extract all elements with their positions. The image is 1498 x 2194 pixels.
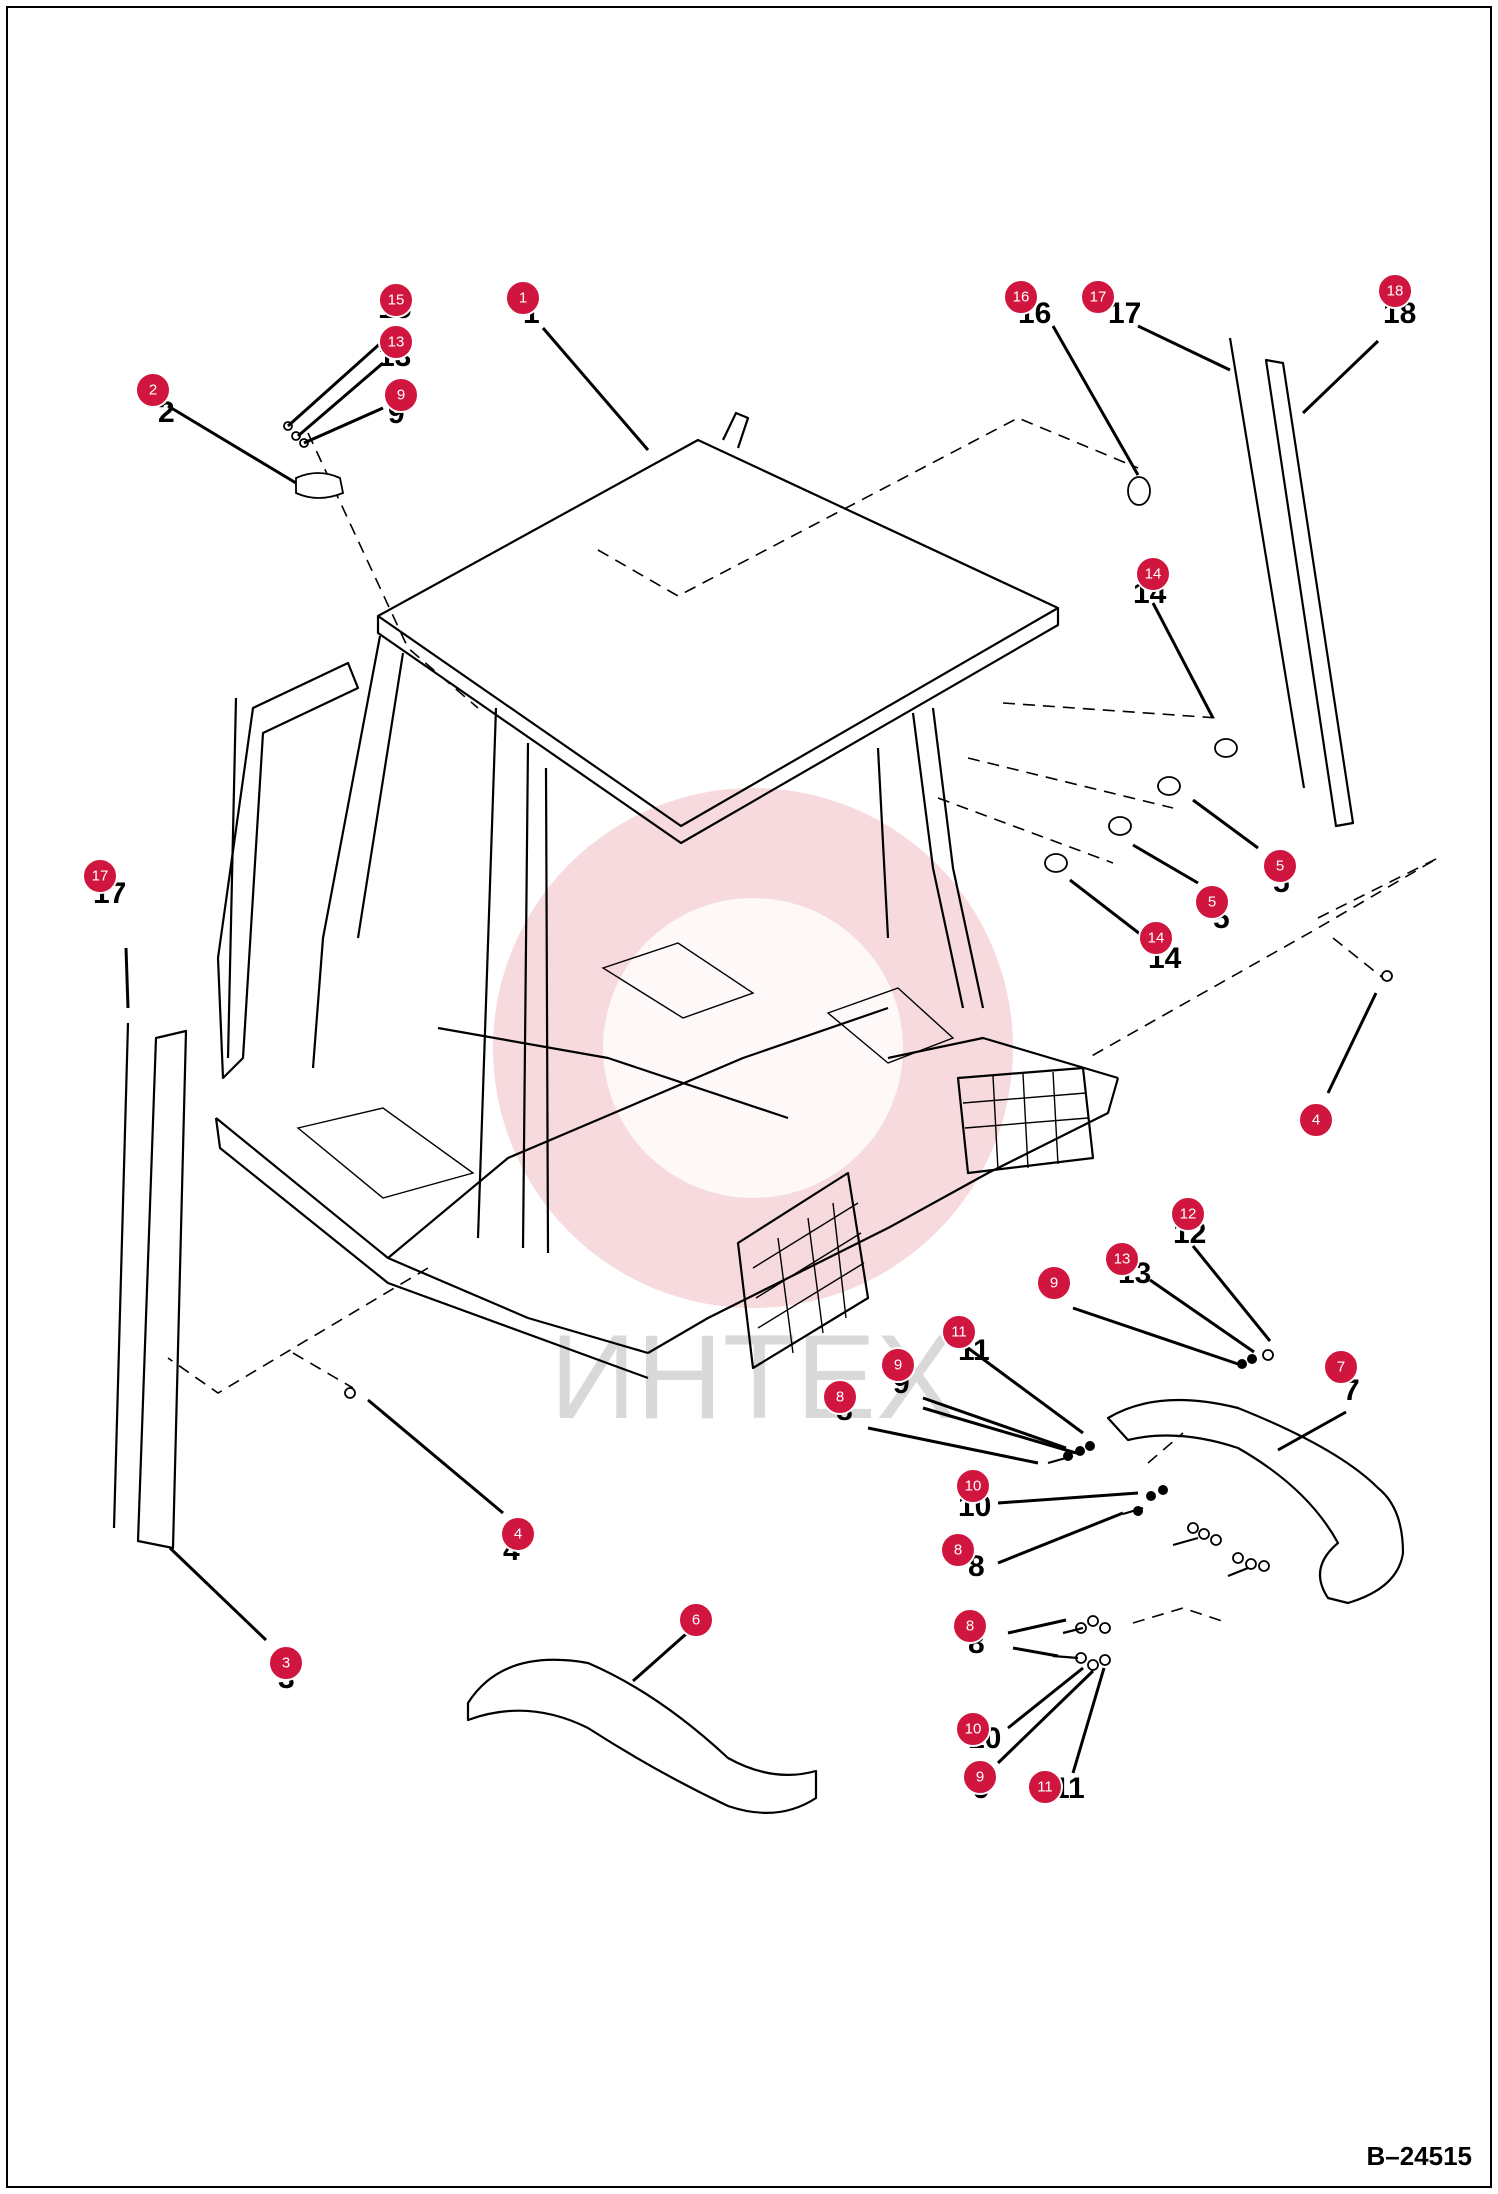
pillar-trim xyxy=(136,1029,188,1550)
callout-marker[interactable]: 3 xyxy=(268,1645,304,1681)
svg-text:3: 3 xyxy=(282,1655,290,1672)
callout-marker[interactable]: 13 xyxy=(1104,1241,1140,1277)
svg-text:13: 13 xyxy=(1114,1251,1131,1268)
seal-strips xyxy=(112,337,1306,1529)
callout-marker[interactable]: 9 xyxy=(1036,1265,1072,1301)
svg-text:11: 11 xyxy=(1037,1779,1053,1796)
svg-text:15: 15 xyxy=(388,292,405,309)
trim-strip xyxy=(1264,358,1355,828)
svg-text:16: 16 xyxy=(1013,289,1030,306)
svg-text:10: 10 xyxy=(965,1721,982,1738)
callout-marker[interactable]: 10 xyxy=(955,1711,991,1747)
cab-frame xyxy=(214,635,1120,1380)
callout-marker[interactable]: 16 xyxy=(1003,279,1039,315)
callout-marker[interactable]: 13 xyxy=(378,324,414,360)
callout-marker[interactable]: 17 xyxy=(1080,279,1116,315)
svg-text:6: 6 xyxy=(692,1612,700,1629)
callout-marker[interactable]: 9 xyxy=(880,1347,916,1383)
svg-text:5: 5 xyxy=(1208,894,1216,911)
svg-text:17: 17 xyxy=(1090,289,1107,306)
svg-text:9: 9 xyxy=(397,387,405,404)
svg-text:14: 14 xyxy=(1148,930,1165,947)
callout-marker[interactable]: 5 xyxy=(1262,848,1298,884)
callout-marker[interactable]: 10 xyxy=(955,1468,991,1504)
parts-diagram: ИНТЕХ xyxy=(82,273,1439,1814)
svg-text:7: 7 xyxy=(1337,1359,1345,1376)
svg-text:4: 4 xyxy=(514,1526,522,1543)
callout-marker[interactable]: 9 xyxy=(383,377,419,413)
svg-text:9: 9 xyxy=(976,1769,984,1786)
callout-marker[interactable]: 14 xyxy=(1135,556,1171,592)
svg-text:8: 8 xyxy=(954,1542,962,1559)
svg-text:14: 14 xyxy=(1145,566,1162,583)
svg-text:9: 9 xyxy=(894,1357,902,1374)
callout-marker[interactable]: 6 xyxy=(678,1602,714,1638)
cab-roof xyxy=(376,411,1060,845)
assembly-lines xyxy=(167,417,1439,1624)
callout-marker[interactable]: 5 xyxy=(1194,884,1230,920)
callout-marker[interactable]: 9 xyxy=(962,1759,998,1795)
callout-marker[interactable]: 4 xyxy=(500,1516,536,1552)
callout-marker[interactable]: 18 xyxy=(1377,273,1413,309)
svg-text:5: 5 xyxy=(1276,858,1284,875)
svg-text:1: 1 xyxy=(519,290,527,307)
callout-marker[interactable]: 12 xyxy=(1170,1196,1206,1232)
svg-text:13: 13 xyxy=(388,334,405,351)
callouts: 1 2 15 13 9 16 17 18 14 5 5 14 17 4 4 3 … xyxy=(82,273,1413,1805)
leader-lines xyxy=(124,324,1380,1774)
callout-marker[interactable]: 14 xyxy=(1138,920,1174,956)
callout-marker[interactable]: 4 xyxy=(1298,1102,1334,1138)
diagram-frame: ИНТЕХ xyxy=(6,6,1492,2188)
callout-marker[interactable]: 17 xyxy=(82,858,118,894)
callout-marker[interactable]: 11 xyxy=(941,1314,977,1350)
callout-marker[interactable]: 8 xyxy=(940,1532,976,1568)
callout-marker[interactable]: 8 xyxy=(952,1608,988,1644)
svg-text:11: 11 xyxy=(951,1324,967,1341)
hardware xyxy=(283,421,1393,1671)
svg-text:4: 4 xyxy=(1312,1112,1320,1129)
callout-marker[interactable]: 1 xyxy=(505,280,541,316)
svg-text:8: 8 xyxy=(966,1618,974,1635)
svg-text:8: 8 xyxy=(836,1389,844,1406)
watermark: ИНТЕХ xyxy=(493,788,1013,1444)
callout-marker[interactable]: 7 xyxy=(1323,1349,1359,1385)
svg-text:2: 2 xyxy=(149,382,157,399)
callout-marker[interactable]: 15 xyxy=(378,282,414,318)
callout-marker[interactable]: 11 xyxy=(1027,1769,1063,1805)
svg-text:12: 12 xyxy=(1180,1206,1197,1223)
right-fender xyxy=(1106,1398,1405,1605)
svg-text:10: 10 xyxy=(965,1478,982,1495)
document-number: B–24515 xyxy=(1366,2141,1472,2171)
svg-text:9: 9 xyxy=(1050,1275,1058,1292)
callout-marker[interactable]: 8 xyxy=(822,1379,858,1415)
left-fender xyxy=(466,1658,818,1814)
svg-text:17: 17 xyxy=(92,868,109,885)
callout-marker[interactable]: 2 xyxy=(135,372,171,408)
svg-text:18: 18 xyxy=(1387,283,1404,300)
